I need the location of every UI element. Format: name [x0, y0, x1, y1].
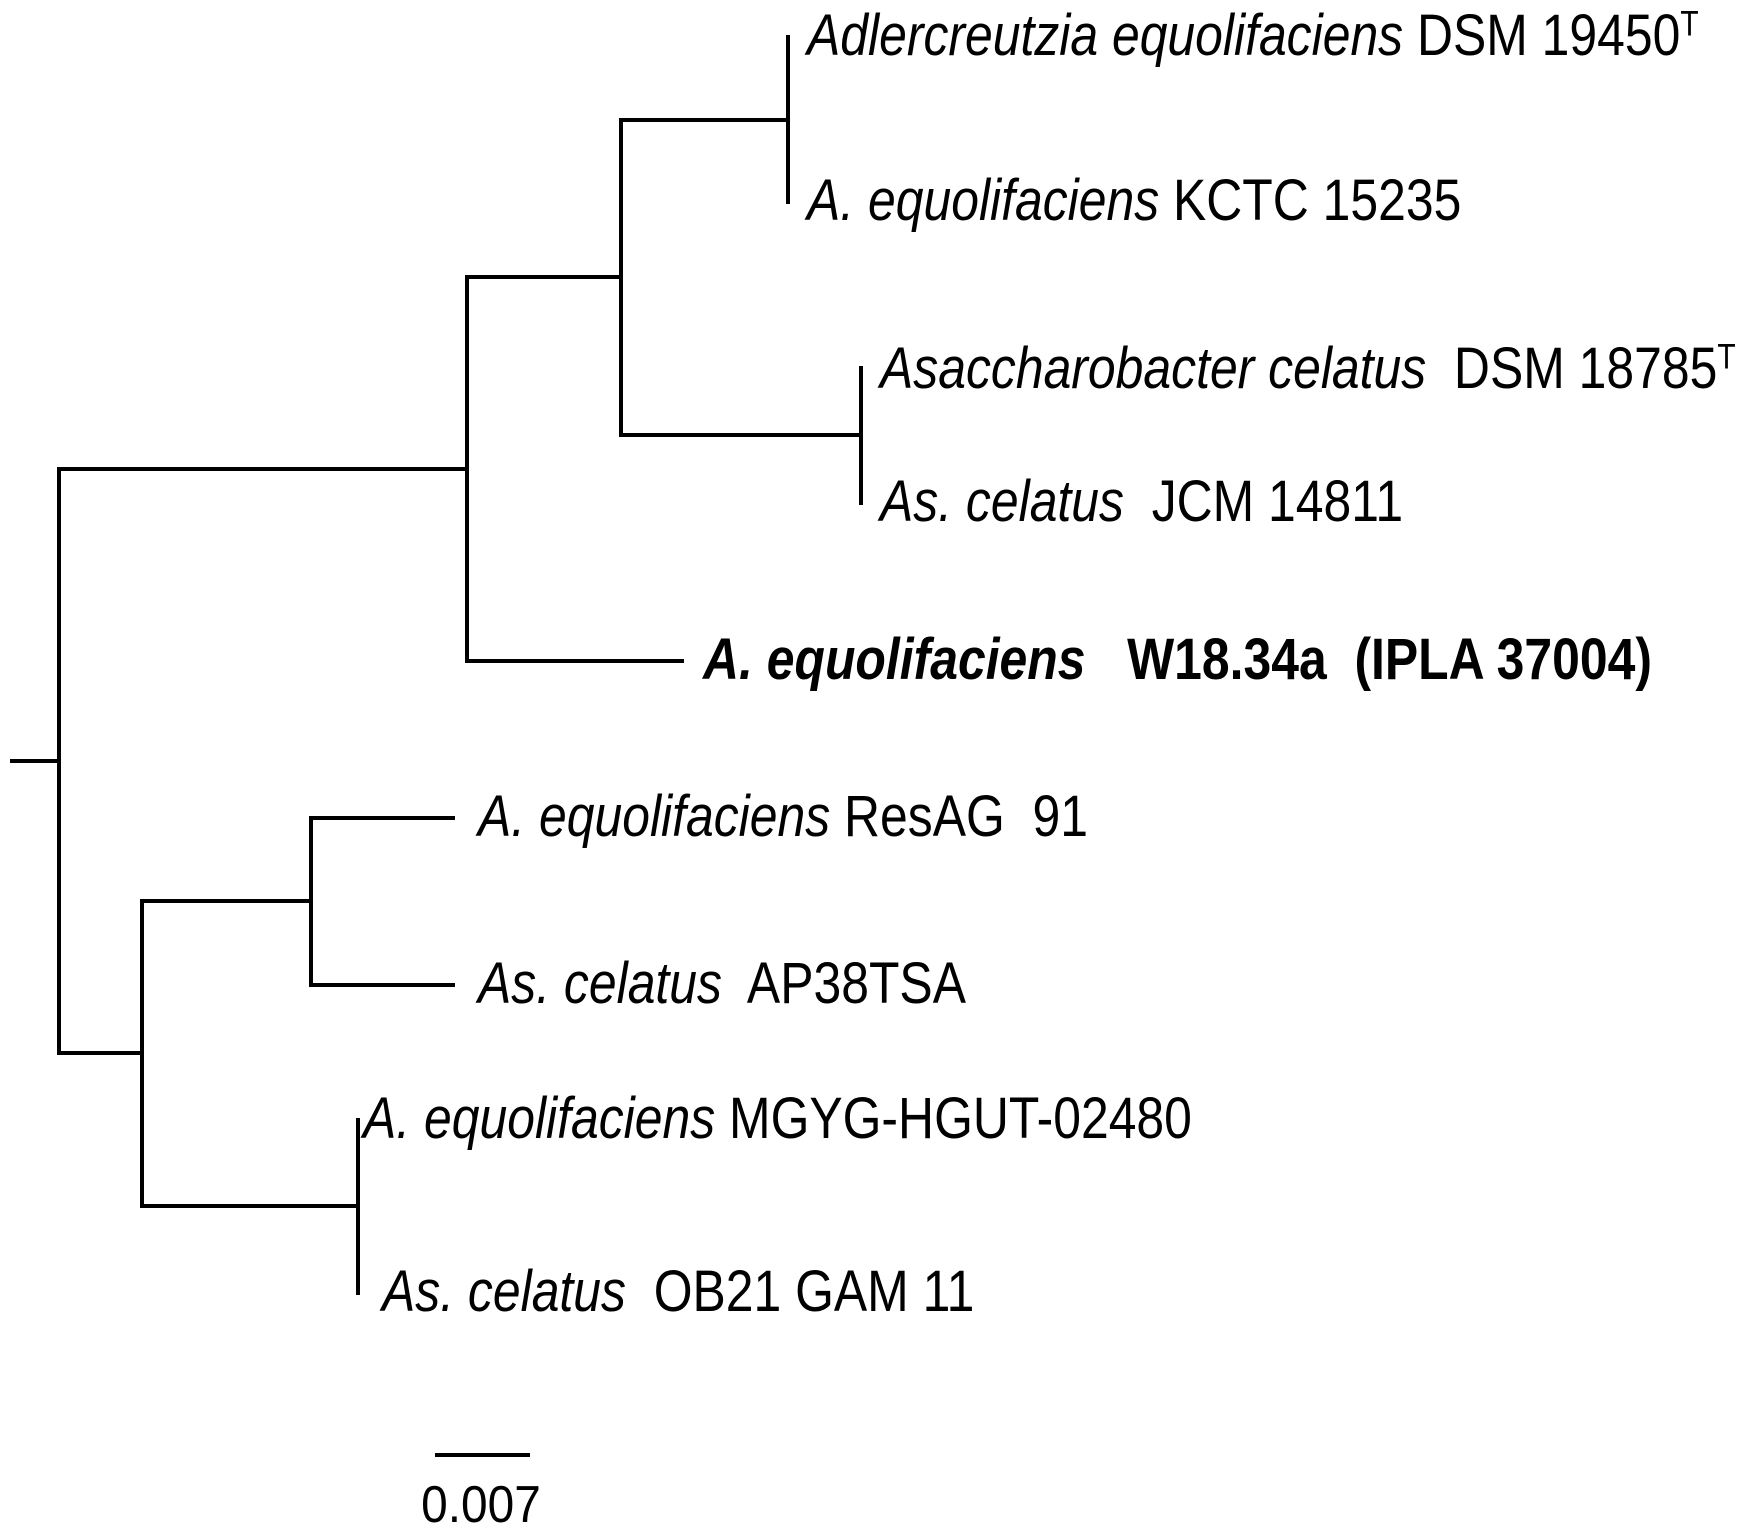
branch-to-mgyg-ob21 [140, 1204, 360, 1208]
tip-text-it: A. equolifaciens [478, 783, 831, 849]
tip-label-dsm-18785: Asaccharobacter celatus DSM 18785T [880, 337, 1736, 398]
branch-to-upper [57, 467, 469, 471]
tip-label-w18-34a: A. equolifaciens W18.34a (IPLA 37004) [703, 630, 1652, 689]
tip-text-rg: ResAG 91 [830, 783, 1088, 849]
branch-root-stub [10, 759, 61, 763]
branch-to-abcd [465, 275, 623, 279]
tip-label-kctc-15235: A. equolifaciens KCTC 15235 [807, 171, 1461, 230]
tip-text-rg: MGYG-HGUT-02480 [715, 1085, 1192, 1151]
scale-bar-label: 0.007 [421, 1476, 541, 1534]
tip-text-it: A. equolifaciens [363, 1085, 716, 1151]
tip-text-it: As. celatus [478, 950, 722, 1016]
tip-text-it: A. equolifaciens [807, 167, 1160, 233]
tip-text-sup: T [1680, 4, 1699, 44]
tip-text-it: Adlercreutzia equolifaciens [807, 2, 1404, 68]
tip-text-rg: KCTC 15235 [1159, 167, 1462, 233]
tip-text-rg: W18.34a (IPLA 37004) [1085, 626, 1652, 692]
tip-label-dsm-19450: Adlercreutzia equolifaciens DSM 19450T [807, 4, 1699, 65]
tip-text-rg: DSM 18785 [1426, 335, 1718, 401]
tip-text-rg: JCM 14811 [1123, 468, 1404, 534]
branch-to-resag-ap38 [140, 899, 313, 903]
branch-to-ap38tsa [309, 983, 455, 987]
tip-text-rg: OB21 GAM 11 [625, 1258, 975, 1324]
branch-to-lower [57, 1051, 144, 1055]
tip-label-ob21-gam-11: As. celatus OB21 GAM 11 [382, 1262, 974, 1321]
branch-to-adlercreutzia-pair [619, 118, 790, 122]
tip-text-sup: T [1717, 337, 1736, 377]
tip-text-it: Asaccharobacter celatus [880, 335, 1427, 401]
tip-text-it: A. equolifaciens [703, 626, 1086, 692]
tip-text-it: As. celatus [880, 468, 1124, 534]
tip-text-it: As. celatus [382, 1258, 626, 1324]
tip-label-mgyg-02480: A. equolifaciens MGYG-HGUT-02480 [363, 1089, 1192, 1148]
scale-bar [435, 1453, 530, 1457]
tip-text-rg: DSM 19450 [1403, 2, 1681, 68]
branch-to-w18-34a [465, 659, 684, 663]
branch-to-celatus-pair [619, 433, 863, 437]
tip-label-resag-91: A. equolifaciens ResAG 91 [478, 787, 1088, 846]
tip-label-ap38tsa: As. celatus AP38TSA [478, 954, 966, 1013]
branch-to-resag-91 [309, 816, 455, 820]
tip-label-jcm-14811: As. celatus JCM 14811 [880, 472, 1403, 531]
tip-text-rg: AP38TSA [721, 950, 966, 1016]
